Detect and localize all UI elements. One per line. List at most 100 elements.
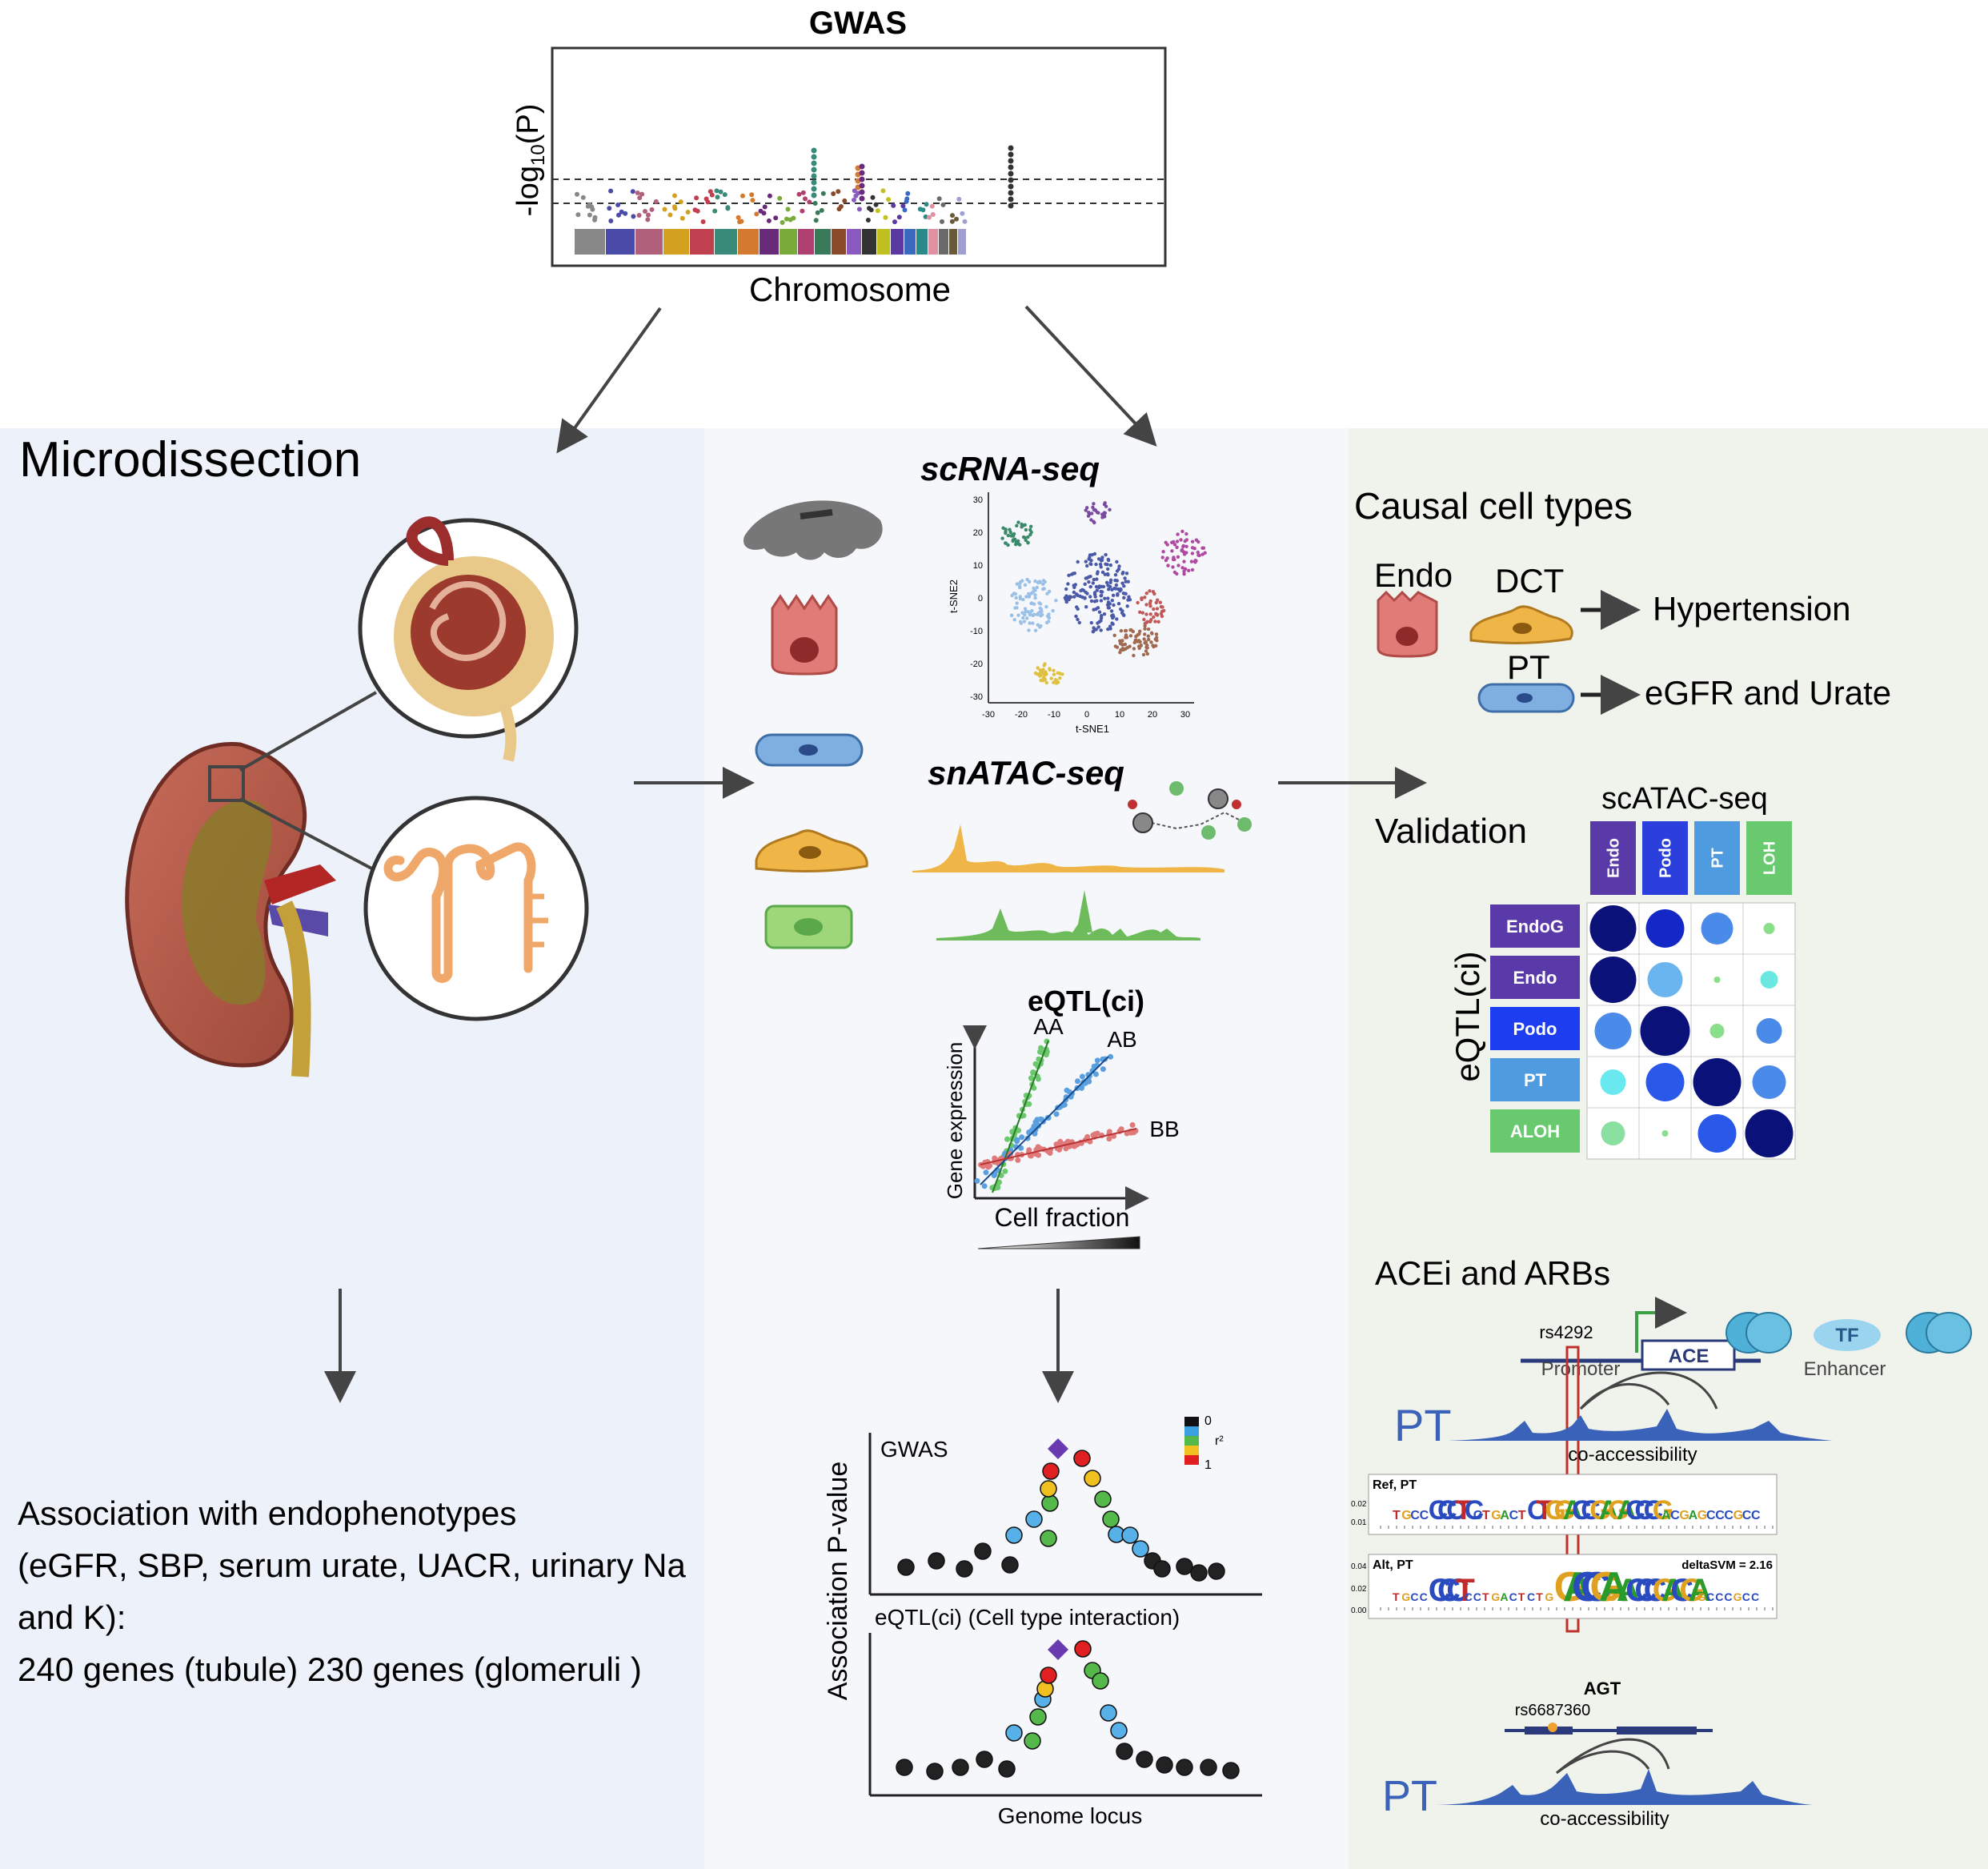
- svg-text:-log10(P): -log10(P): [511, 104, 549, 217]
- agt-locus: AGT rs6687360: [1505, 1678, 1713, 1735]
- tsne-point: [1079, 588, 1083, 593]
- matrix-row-label: PT: [1524, 1070, 1547, 1090]
- matrix-circle: [1600, 1069, 1626, 1095]
- tsne-point: [1076, 607, 1080, 611]
- tsne-point: [1094, 607, 1098, 612]
- tsne-point: [1058, 676, 1062, 680]
- manhattan-point: [762, 204, 768, 210]
- tsne-point: [1052, 672, 1056, 676]
- tsne-point: [1084, 508, 1088, 512]
- tsne-point: [1076, 559, 1080, 564]
- matrix-row-header: [1490, 1109, 1580, 1153]
- tsne-point: [1144, 649, 1148, 653]
- deltasvm-label: deltaSVM = 2.16: [1681, 1558, 1773, 1572]
- eqtl-point: [1061, 1101, 1068, 1108]
- sequence-logo-panel: Ref, PT Alt, PT deltaSVM = 2.16 0.02 0.0…: [1351, 1474, 1778, 1619]
- tsne-point: [1152, 607, 1156, 612]
- tsne-ytick-label: 0: [978, 594, 983, 604]
- tsne-point: [1064, 600, 1069, 604]
- logo-letter: T: [1482, 1590, 1489, 1603]
- logo-letter: C: [1527, 1590, 1535, 1603]
- manhattan-point: [735, 215, 741, 220]
- tsne-point: [1155, 607, 1160, 611]
- locus-gwas-point: [974, 1542, 992, 1560]
- tsne-point: [1024, 538, 1028, 543]
- manhattan-bar: [832, 229, 846, 255]
- matrix-circle: [1594, 1013, 1632, 1049]
- tsne-point: [1085, 506, 1089, 510]
- manhattan-point: [636, 213, 642, 218]
- tsne-point: [1143, 596, 1147, 600]
- matrix-circle: [1745, 1109, 1794, 1157]
- logo-letter: C: [1410, 1590, 1418, 1603]
- manhattan-bar: [891, 229, 904, 255]
- r2-legend: 0 r² 1: [1184, 1414, 1224, 1472]
- tsne-point: [1118, 639, 1122, 643]
- eqtl-point: [1100, 1066, 1106, 1073]
- manhattan-point: [749, 192, 755, 198]
- manhattan-peak-point: [811, 166, 817, 173]
- locus-gwas-point: [956, 1560, 973, 1578]
- logo-letter: C: [1644, 1495, 1664, 1526]
- manhattan-point: [777, 195, 783, 201]
- tsne-point: [1076, 617, 1080, 622]
- tsne-point: [1148, 601, 1152, 605]
- manhattan-point: [940, 219, 944, 224]
- manhattan-point: [852, 188, 857, 194]
- tsne-point: [1085, 592, 1089, 596]
- tsne-point: [1029, 524, 1033, 528]
- locus-gwas-point: [1176, 1558, 1193, 1575]
- tsne-point: [1161, 550, 1165, 554]
- eqtl-lead-snp: [1048, 1639, 1068, 1660]
- locus-gwas-point: [897, 1558, 915, 1576]
- tsne-point: [1018, 620, 1023, 624]
- eqtl-point: [1094, 1057, 1100, 1064]
- tsne-point: [1091, 581, 1096, 585]
- tsne-point: [1181, 550, 1186, 554]
- manhattan-bar: [928, 229, 938, 255]
- tsne-point: [1072, 585, 1076, 589]
- tsne-point: [1092, 626, 1096, 630]
- manhattan-point: [608, 188, 614, 194]
- tsne-point: [1095, 572, 1100, 576]
- manhattan-point: [936, 196, 942, 202]
- manhattan-point: [750, 198, 756, 203]
- manhattan-point: [712, 208, 718, 214]
- tsne-point: [1154, 632, 1159, 636]
- tsne-point: [1148, 589, 1152, 593]
- tsne-point: [1155, 639, 1159, 643]
- tsne-point: [1152, 615, 1156, 620]
- locus-eqtl-point: [1024, 1732, 1041, 1750]
- tsne-point: [1028, 612, 1032, 617]
- logo-letter: C: [1465, 1590, 1473, 1603]
- tsne-point: [1194, 538, 1199, 542]
- eqtl-point: [1020, 1113, 1027, 1119]
- tsne-point: [1018, 595, 1022, 599]
- tsne-point: [1182, 572, 1186, 576]
- manhattan-point: [761, 211, 767, 216]
- manhattan-bar: [606, 229, 635, 255]
- locus-eqtl-point: [976, 1751, 993, 1768]
- matrix-row-header: [1490, 904, 1580, 948]
- tsne-point: [1055, 679, 1059, 683]
- locus-eqtl-point: [952, 1759, 969, 1776]
- eqtl-point: [1019, 1134, 1025, 1141]
- matrix-row-label: Endo: [1513, 968, 1557, 988]
- tsne-point: [1077, 620, 1082, 625]
- tsne-point: [1138, 610, 1142, 614]
- tsne-xtick-label: 20: [1148, 710, 1157, 720]
- ace-locus-diagram: rs4292 Promoter ACE TF Enhancer: [1521, 1297, 1972, 1633]
- manhattan-point: [852, 197, 856, 203]
- eqtl-point: [1057, 1138, 1064, 1145]
- logo-letter: G: [1697, 1509, 1707, 1522]
- tsne-point: [1112, 603, 1116, 608]
- locus-eqtl-point: [896, 1759, 913, 1776]
- ref-tick-mid: 0.01: [1351, 1518, 1367, 1527]
- tsne-point: [1088, 595, 1092, 599]
- egfr-urate-label: eGFR and Urate: [1645, 674, 1891, 712]
- gwas-title: GWAS: [809, 6, 907, 41]
- tsne-point: [1148, 612, 1152, 616]
- manhattan-point: [694, 195, 699, 201]
- tsne-point: [1043, 662, 1047, 666]
- pt-track-label-1: PT: [1394, 1400, 1452, 1450]
